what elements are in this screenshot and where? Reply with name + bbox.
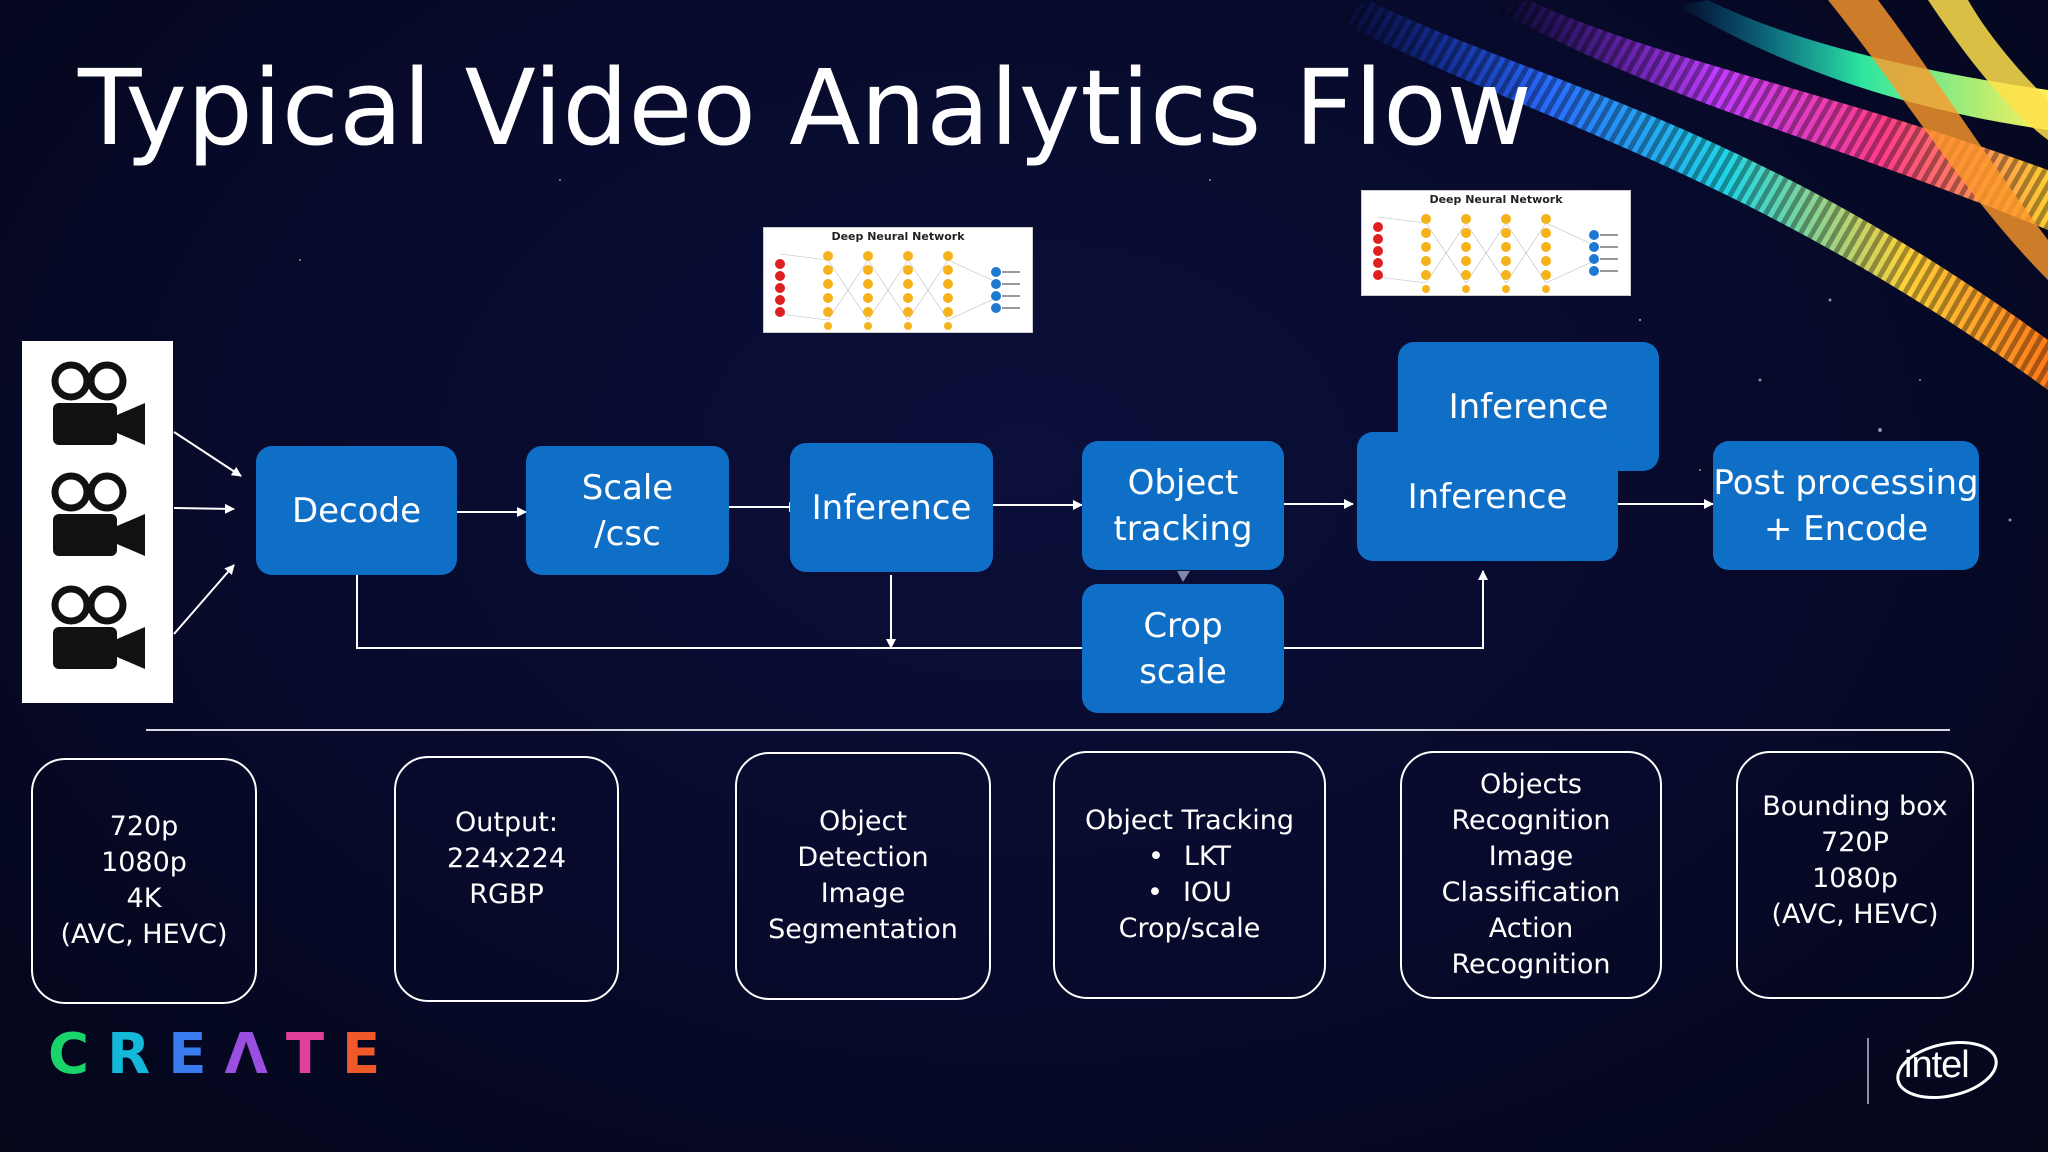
logo-separator [1867,1038,1869,1104]
decorative-ribbons [1338,0,2048,390]
desc-line: Action [1488,913,1574,944]
dnn-thumbnail: Deep Neural Network [1361,190,1631,296]
desc-line: 1080p [1812,863,1898,894]
desc-line: Image [1488,841,1574,872]
scale-csc-box: Scale /csc [526,446,729,575]
object-tracking-box: Object tracking [1082,441,1284,570]
intel-logo: intel [1892,1036,2002,1102]
decode-box: Decode [256,446,457,575]
scale-output-box: Output: 224x224 RGBP [394,756,619,1002]
desc-line: 720p [109,811,179,842]
inference-front-box: Inference [1357,432,1618,561]
desc-line: RGBP [469,879,544,910]
desc-line: Object Tracking [1085,805,1294,836]
desc-line: Recognition [1451,805,1611,836]
post-processing-encode-box: Post processing + Encode [1713,441,1979,570]
bullet-item: •IOU [1085,875,1294,911]
dnn-label: Deep Neural Network [1429,193,1563,206]
create-letter: R [107,1022,169,1087]
desc-line: Segmentation [768,914,958,945]
dnn-thumbnail: Deep Neural Network [763,227,1033,333]
bullet-text: LKT [1183,841,1232,872]
desc-line: Crop/scale [1118,913,1261,944]
create-letter: E [168,1022,225,1087]
tracking-description-box: Object Tracking •LKT •IOU Crop/scale [1053,751,1326,999]
camera-sources-panel [22,341,173,703]
desc-line: (AVC, HEVC) [60,919,228,950]
desc-line: Object [819,806,907,837]
desc-line: 720P [1821,827,1889,858]
neural-network-icon [775,251,1020,330]
dnn-label: Deep Neural Network [831,230,965,243]
desc-line: Bounding box [1762,791,1948,822]
desc-line: (AVC, HEVC) [1771,899,1939,930]
create-letter: E [342,1022,399,1087]
video-camera-icon [51,472,145,556]
intel-logo-text: intel [1904,1044,1970,1086]
bullet-text: IOU [1182,877,1232,908]
detection-box: Object Detection Image Segmentation [735,752,991,1000]
bullet-item: •LKT [1085,839,1294,875]
desc-line: Recognition [1451,949,1611,980]
desc-line: Detection [797,842,929,873]
desc-line: 1080p [101,847,187,878]
desc-line: Classification [1441,877,1621,908]
desc-line: Image [820,878,906,909]
encode-output-box: Bounding box 720P 1080p (AVC, HEVC) [1736,751,1974,999]
intel-swoosh-icon [1896,1041,1998,1099]
create-letter: C [48,1022,108,1087]
neural-network-icon [1373,214,1618,293]
desc-line: 4K [126,883,162,914]
video-camera-icon [51,585,145,669]
video-camera-icon [51,361,145,445]
desc-line: 224x224 [446,843,567,874]
section-divider [146,729,1950,731]
desc-line: Output: [455,807,558,838]
crop-scale-box: Crop scale [1082,584,1284,713]
input-formats-box: 720p 1080p 4K (AVC, HEVC) [31,758,257,1004]
page-title: Typical Video Analytics Flow [78,47,1532,169]
inference-box: Inference [790,443,993,572]
create-letter: T [285,1022,343,1087]
desc-line: Objects [1479,769,1582,800]
recognition-box: Objects Recognition Image Classification… [1400,751,1662,999]
create-letter: Λ [224,1022,286,1087]
create-logo: CREΛTE [48,1022,398,1087]
